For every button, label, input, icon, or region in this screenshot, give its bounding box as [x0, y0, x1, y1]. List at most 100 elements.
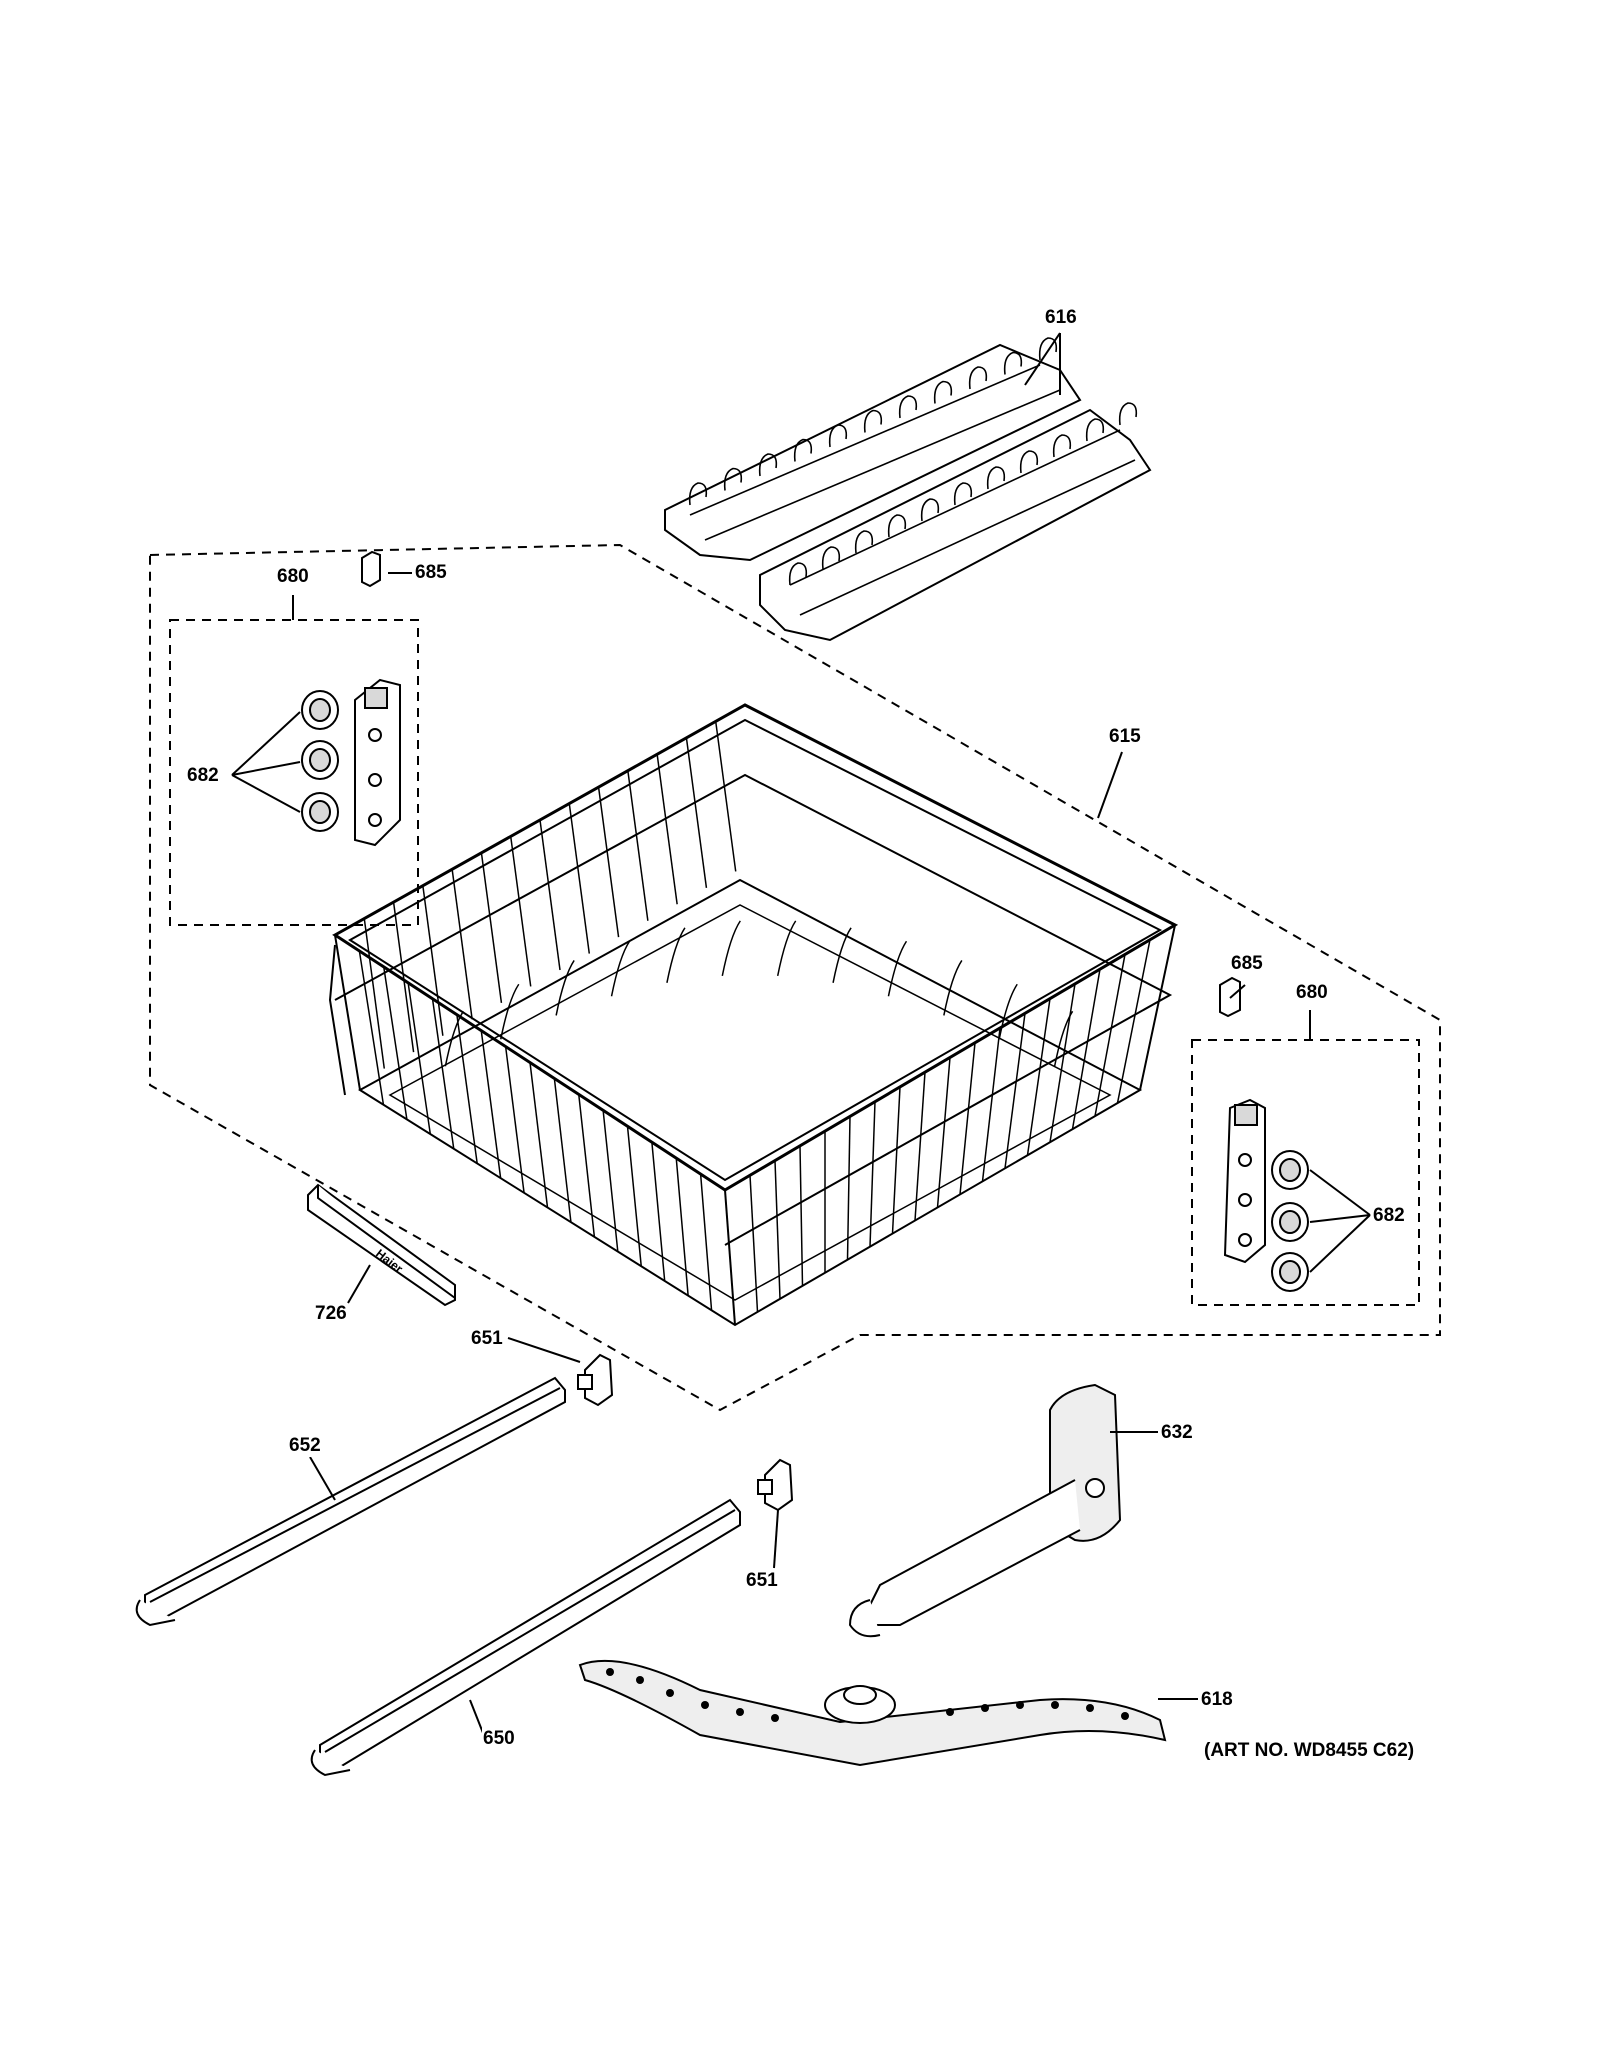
rack-assembly-boundary — [149, 543, 1441, 1412]
label-726: 726 — [314, 1303, 348, 1325]
rack-wire — [509, 836, 532, 987]
rack-wire — [578, 1094, 596, 1237]
tine-hook — [898, 395, 918, 419]
tine-hook — [953, 482, 973, 506]
rack-wire — [383, 966, 408, 1120]
spray-hole — [981, 1704, 989, 1712]
rack-wire — [799, 1145, 804, 1286]
rack-tine — [555, 960, 575, 1016]
rack-wire — [627, 770, 649, 921]
label-632: 632 — [1160, 1422, 1194, 1444]
rack-tine — [444, 1010, 465, 1067]
rack-wire — [699, 1174, 713, 1311]
label-651-upper: 651 — [470, 1328, 504, 1350]
rail-stop-651-upper — [577, 1353, 614, 1407]
clip-685-left — [361, 550, 381, 588]
rail-stop-651-lower — [757, 1458, 794, 1512]
rack-wire — [869, 1101, 876, 1247]
tine-hook — [723, 467, 743, 491]
rack-wire — [456, 1014, 478, 1164]
label-685-right: 685 — [1230, 953, 1264, 975]
rack-tine — [943, 960, 963, 1016]
label-682-left: 682 — [186, 765, 220, 787]
rack-wire — [1071, 969, 1101, 1130]
label-615: 615 — [1108, 726, 1142, 748]
rack-wire — [749, 1175, 759, 1312]
spray-hole — [946, 1708, 954, 1716]
spray-hole — [1121, 1712, 1129, 1720]
rack-tine — [610, 940, 631, 997]
label-682-right: 682 — [1372, 1205, 1406, 1227]
tine-hook — [986, 466, 1006, 490]
rack-tine — [887, 940, 908, 997]
rack-tine — [500, 983, 520, 1040]
rack-wire — [981, 1027, 1001, 1182]
rack-wire — [626, 1126, 642, 1267]
upper-rack-615 — [328, 703, 1179, 1327]
tine-hook — [863, 409, 883, 433]
spray-hole — [771, 1714, 779, 1722]
leader-lines — [231, 332, 1371, 1739]
rack-wire — [480, 1030, 502, 1179]
rack-wire — [358, 950, 385, 1105]
tine-hook — [1085, 418, 1105, 442]
tine-hook — [758, 453, 778, 477]
rack-wire — [774, 1160, 781, 1299]
rack-wire — [1049, 983, 1076, 1143]
spray-hole — [1016, 1701, 1024, 1709]
rack-wire — [431, 998, 455, 1149]
label-651-lower: 651 — [745, 1570, 779, 1592]
rack-wire — [675, 1158, 689, 1296]
spray-hole — [606, 1668, 614, 1676]
spray-hole — [736, 1708, 744, 1716]
tine-row-616 — [664, 343, 1152, 642]
spray-hole — [636, 1676, 644, 1684]
rack-wire — [685, 737, 708, 888]
tine-hooks — [688, 337, 1138, 586]
tine-hook — [887, 514, 907, 538]
tine-hook — [688, 482, 708, 506]
spray-arm-holes — [606, 1668, 1129, 1722]
rack-tine — [1053, 1010, 1074, 1067]
rack-wire — [651, 1142, 666, 1282]
tine-hook — [788, 562, 808, 586]
rack-wire — [392, 902, 415, 1053]
tine-hook — [968, 366, 988, 390]
rack-wire — [529, 1062, 549, 1208]
rack-wire — [539, 819, 561, 971]
roller-bracket-right — [1223, 1098, 1266, 1264]
tine-hook — [854, 530, 874, 554]
rack-wire — [363, 918, 386, 1069]
tine-hook — [920, 498, 940, 522]
rack-wire — [846, 1116, 851, 1260]
rack-wire — [602, 1110, 619, 1252]
roller-kit-left-boundary — [169, 619, 419, 926]
tine-hook — [828, 424, 848, 448]
label-680-left: 680 — [276, 566, 310, 588]
rack-wire — [451, 869, 473, 1020]
rack-wire — [891, 1086, 901, 1234]
roller-wheels-right — [1271, 1150, 1309, 1292]
rack-wire — [656, 754, 678, 905]
tine-hook — [821, 546, 841, 570]
label-616: 616 — [1044, 307, 1078, 329]
label-685-left: 685 — [414, 562, 448, 584]
nameplate-726 — [307, 1183, 456, 1307]
rack-tine — [666, 927, 686, 983]
rack-tine — [721, 920, 741, 977]
rack-wire — [568, 803, 591, 954]
rack-wire — [480, 852, 503, 1003]
rack-wire — [1026, 998, 1051, 1156]
label-618: 618 — [1200, 1689, 1234, 1711]
tine-hook — [933, 380, 953, 404]
spray-hole — [1051, 1701, 1059, 1709]
slide-rail-650 — [310, 1498, 741, 1777]
rack-tine — [832, 927, 852, 983]
rack-wire — [422, 885, 444, 1036]
tine-hook — [1019, 450, 1039, 474]
rack-wire — [407, 982, 432, 1135]
rack-wire — [714, 721, 737, 872]
spray-hole — [666, 1689, 674, 1697]
label-650: 650 — [482, 1728, 516, 1750]
